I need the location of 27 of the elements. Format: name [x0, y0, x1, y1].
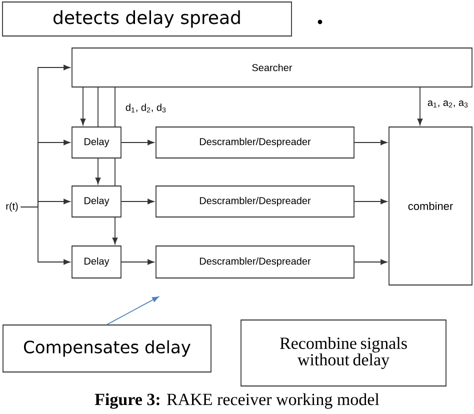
caption: Figure 3: RAKE receiver working model	[94, 393, 380, 409]
process-box: Delay	[72, 186, 122, 218]
arrow	[20, 206, 70, 265]
process-box: Descrambler/Despreader	[156, 126, 354, 158]
arrow	[95, 158, 101, 184]
process-box: Searcher	[72, 48, 472, 88]
signal-label: d$_{1}$, d$_{2}$, d$_{3}$	[126, 104, 166, 112]
arrow	[121, 140, 154, 146]
arrow	[354, 198, 388, 204]
arrow	[121, 259, 154, 265]
leader-line	[106, 296, 159, 325]
process-box: Delay	[72, 246, 122, 278]
note-box: Compensates delay	[2, 324, 212, 372]
arrow	[80, 87, 86, 126]
note-box: Recombine signals without delay	[240, 320, 446, 386]
process-box: Descrambler/Despreader	[156, 246, 354, 278]
arrow	[354, 259, 388, 265]
process-box: combiner	[388, 126, 472, 286]
process-box: Delay	[72, 126, 122, 158]
note-box: detects delay spread	[2, 2, 292, 36]
signal-label: a$_{1}$, a$_{2}$, a$_{3}$	[428, 100, 468, 108]
process-box: Descrambler/Despreader	[156, 186, 354, 218]
arrow	[354, 140, 388, 146]
signal-label: r(t)	[6, 202, 18, 212]
arrow	[112, 217, 118, 244]
arrow	[121, 198, 154, 204]
arrow	[417, 87, 423, 126]
